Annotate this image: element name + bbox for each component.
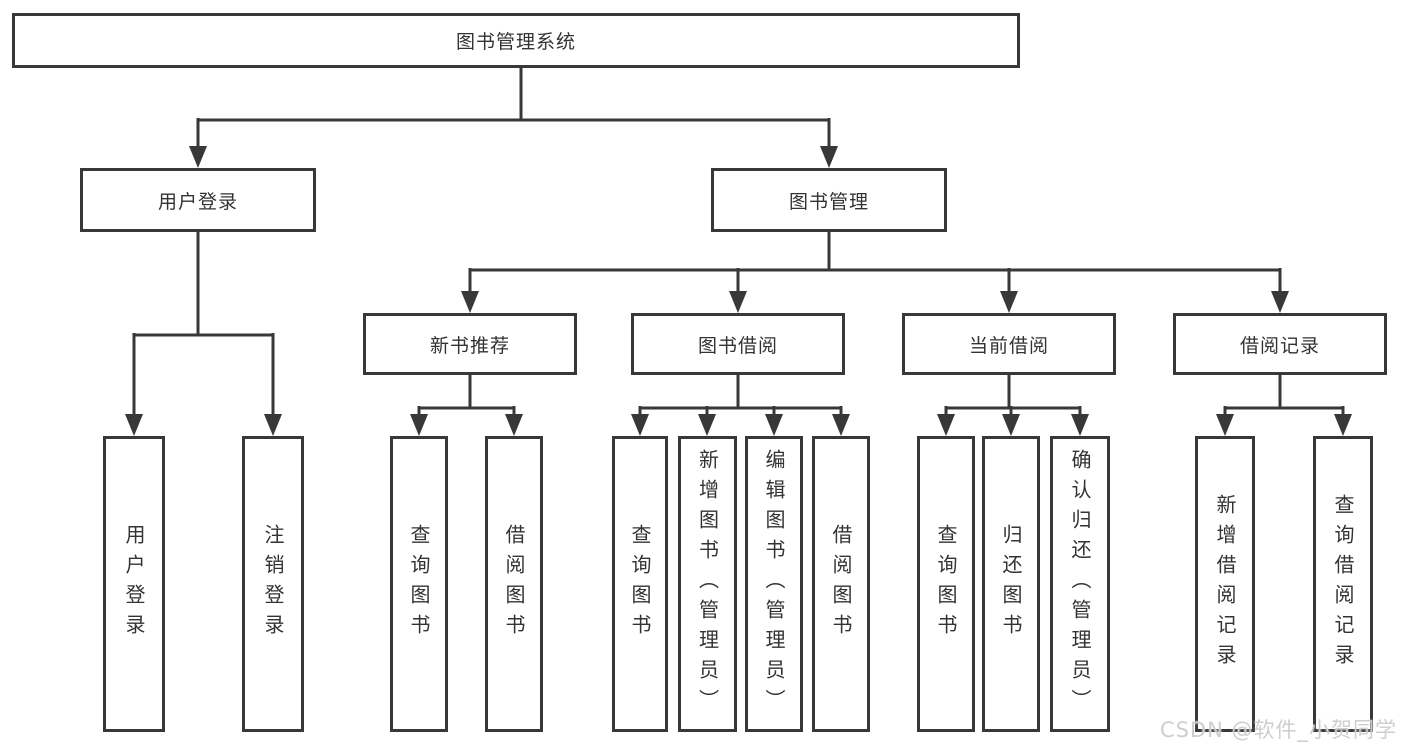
leaf-confirm-return-admin: 确认归还（管理员） (1050, 436, 1110, 732)
node-current-borrowing: 当前借阅 (902, 313, 1116, 375)
connector-root-to-level2 (189, 68, 838, 168)
leaf-query-books-current: 查询图书 (917, 436, 975, 732)
leaf-add-borrow-record: 新增借阅记录 (1195, 436, 1255, 732)
connector-book-borrow-children (631, 375, 850, 436)
node-library-system: 图书管理系统 (12, 13, 1020, 68)
node-book-management-label: 图书管理 (788, 190, 869, 213)
leaf-logout-label: 注销登录 (261, 524, 285, 644)
csdn-watermark: CSDN @软件_小贺同学 (1159, 718, 1397, 742)
leaf-query-borrow-record: 查询借阅记录 (1313, 436, 1373, 732)
connector-book-mgmt-to-level3 (461, 232, 1289, 313)
leaf-edit-book-admin: 编辑图书（管理员） (745, 436, 803, 732)
leaf-confirm-return-admin-label: 确认归还（管理员） (1068, 449, 1092, 719)
leaf-query-books-borrow-label: 查询图书 (628, 524, 652, 644)
leaf-query-books-borrow: 查询图书 (612, 436, 668, 732)
leaf-return-books: 归还图书 (982, 436, 1040, 732)
connector-user-login-children (125, 232, 282, 436)
leaf-add-borrow-record-label: 新增借阅记录 (1213, 494, 1237, 674)
node-book-management: 图书管理 (711, 168, 947, 232)
leaf-edit-book-admin-label: 编辑图书（管理员） (762, 449, 786, 719)
node-user-login-label: 用户登录 (157, 190, 238, 213)
connector-current-borrow-children (937, 375, 1089, 436)
connector-borrow-record-children (1216, 375, 1352, 436)
leaf-query-books-current-label: 查询图书 (934, 524, 958, 644)
leaf-return-books-label: 归还图书 (999, 524, 1023, 644)
node-book-borrowing-label: 图书借阅 (697, 334, 778, 357)
node-borrowing-records-label: 借阅记录 (1239, 334, 1320, 357)
node-borrowing-records: 借阅记录 (1173, 313, 1387, 375)
node-user-login: 用户登录 (80, 168, 316, 232)
leaf-borrow-books: 借阅图书 (812, 436, 870, 732)
leaf-add-book-admin-label: 新增图书（管理员） (695, 449, 720, 719)
leaf-query-books-recommend-label: 查询图书 (407, 524, 431, 644)
leaf-logout: 注销登录 (242, 436, 304, 732)
leaf-borrow-books-recommend: 借阅图书 (485, 436, 543, 732)
node-new-book-recommendation: 新书推荐 (363, 313, 577, 375)
leaf-user-login-label: 用户登录 (122, 524, 146, 644)
leaf-query-books-recommend: 查询图书 (390, 436, 448, 732)
node-new-book-recommendation-label: 新书推荐 (429, 334, 510, 357)
leaf-borrow-books-recommend-label: 借阅图书 (502, 524, 526, 644)
connector-new-book-children (410, 375, 523, 436)
node-book-borrowing: 图书借阅 (631, 313, 845, 375)
leaf-borrow-books-label: 借阅图书 (829, 524, 853, 644)
node-current-borrowing-label: 当前借阅 (968, 334, 1049, 357)
node-library-system-label: 图书管理系统 (455, 31, 576, 53)
leaf-add-book-admin: 新增图书（管理员） (678, 436, 737, 732)
leaf-user-login: 用户登录 (103, 436, 165, 732)
leaf-query-borrow-record-label: 查询借阅记录 (1331, 494, 1355, 674)
